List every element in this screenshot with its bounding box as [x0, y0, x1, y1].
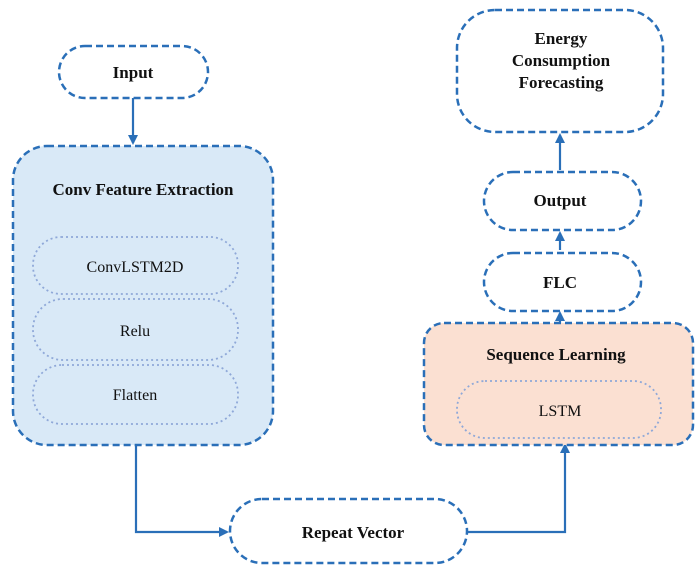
conv-layer-convlstm2d-box — [32, 236, 239, 295]
output-box — [482, 170, 643, 232]
edge-conv-to-repeat — [134, 445, 229, 537]
conv-feature-extraction-group: Conv Feature Extraction ConvLSTM2D Relu … — [11, 144, 275, 447]
sequence-group-title: Sequence Learning — [486, 345, 626, 364]
conv-layer-relu-box — [32, 298, 239, 361]
output-node: Output — [482, 170, 643, 232]
forecast-label-line-2: Consumption — [512, 51, 611, 70]
forecast-node: Energy Consumption Forecasting — [455, 8, 665, 134]
edges — [128, 98, 570, 537]
forecast-label-line-1: Energy — [535, 29, 588, 48]
repeat-vector-node: Repeat Vector — [228, 497, 469, 565]
repeat-vector-box — [228, 497, 469, 565]
input-node-label: Input — [113, 63, 154, 82]
sequence-learning-group: Sequence Learning LSTM — [422, 321, 695, 447]
conv-layer-flatten-box — [32, 364, 239, 425]
flc-label: FLC — [543, 273, 577, 292]
conv-layer-relu-label: Relu — [120, 323, 150, 340]
sequence-layer-lstm-label: LSTM — [539, 403, 582, 420]
flc-box — [482, 251, 643, 313]
sequence-layer-lstm-box — [456, 380, 662, 439]
conv-layer-convlstm2d-label: ConvLSTM2D — [87, 259, 184, 276]
input-node: Input — [57, 44, 210, 100]
output-label: Output — [534, 191, 587, 210]
conv-group-title: Conv Feature Extraction — [53, 180, 235, 199]
repeat-vector-label: Repeat Vector — [302, 523, 405, 542]
edge-repeat-to-sequence — [467, 443, 570, 534]
input-node-box — [57, 44, 210, 100]
flc-node: FLC — [482, 251, 643, 313]
conv-layer-flatten-label: Flatten — [113, 387, 157, 404]
forecast-label-line-3: Forecasting — [519, 73, 604, 92]
forecast-box — [455, 8, 665, 134]
